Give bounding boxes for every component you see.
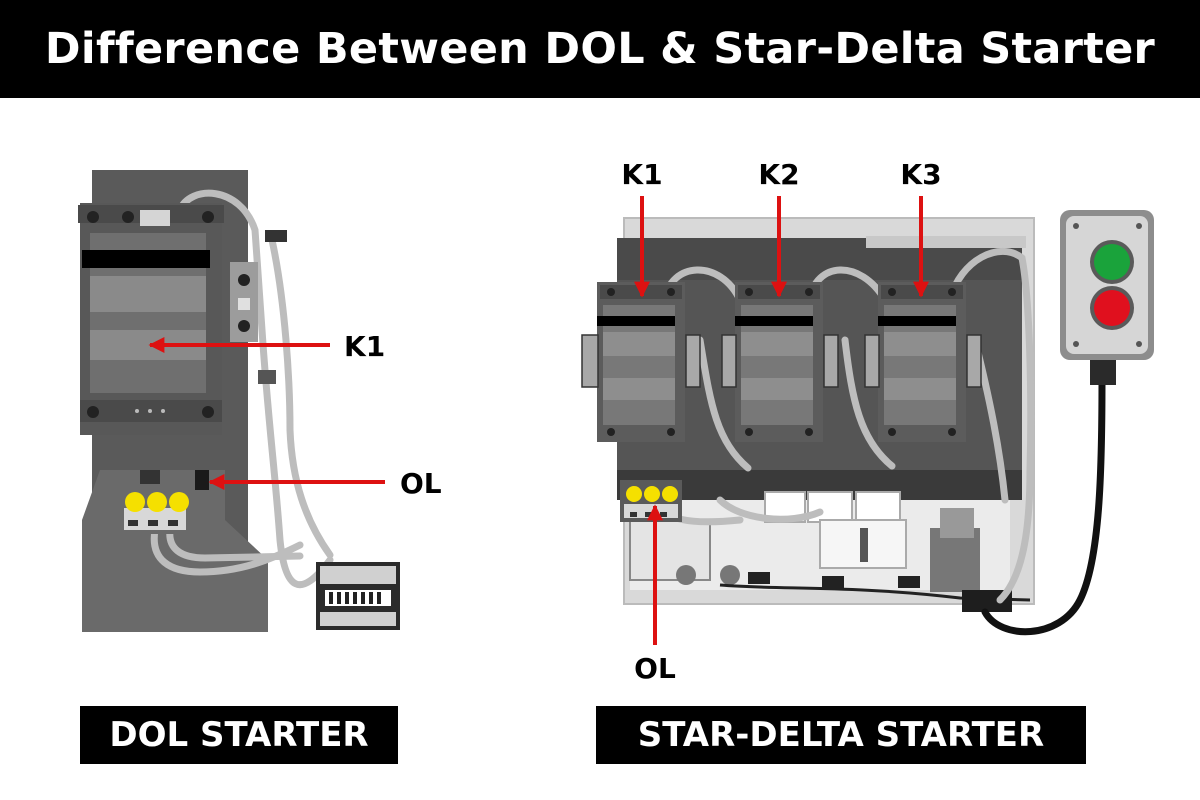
star-delta-contactor-k1 bbox=[581, 282, 701, 442]
star-delta-indicator-lamp bbox=[626, 486, 642, 502]
sd-ol-label: OL bbox=[634, 652, 676, 685]
push-button-station bbox=[981, 210, 1154, 636]
dol-starter-illustration bbox=[78, 170, 400, 632]
dol-wires bbox=[150, 189, 334, 588]
start-button-icon bbox=[1094, 244, 1130, 280]
page-title: Difference Between DOL & Star-Delta Star… bbox=[44, 24, 1156, 74]
callout-arrows bbox=[148, 196, 929, 645]
star-delta-indicator-lamp bbox=[662, 486, 678, 502]
star-delta-starter-caption: STAR-DELTA STARTER bbox=[596, 706, 1086, 764]
dol-starter-caption: DOL STARTER bbox=[80, 706, 398, 764]
dol-indicator-lamp bbox=[147, 492, 167, 512]
sd-k2-label: K2 bbox=[758, 158, 799, 191]
dol-overload-relay bbox=[120, 470, 215, 534]
title-bar: Difference Between DOL & Star-Delta Star… bbox=[0, 0, 1200, 98]
dol-indicator-lamp bbox=[169, 492, 189, 512]
star-delta-overload-relay bbox=[620, 480, 682, 522]
stop-button-icon bbox=[1094, 290, 1130, 326]
sd-k1-label: K1 bbox=[621, 158, 662, 191]
sd-k3-label: K3 bbox=[900, 158, 941, 191]
dol-terminal-block bbox=[316, 562, 400, 630]
star-delta-indicator-lamp bbox=[644, 486, 660, 502]
dol-ol-label: OL bbox=[400, 467, 442, 500]
dol-contactor-k1 bbox=[78, 203, 224, 435]
star-delta-contactor-k3 bbox=[864, 282, 982, 442]
star-delta-contactor-k2 bbox=[721, 282, 839, 442]
star-delta-starter-illustration bbox=[581, 210, 1154, 636]
dol-indicator-lamp bbox=[125, 492, 145, 512]
dol-k1-label: K1 bbox=[344, 330, 385, 363]
